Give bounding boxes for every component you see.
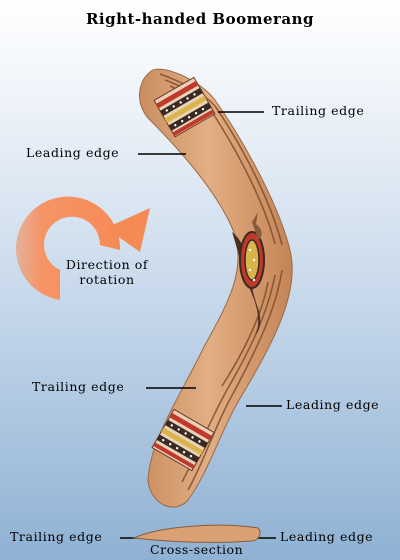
label-trailing-edge-bottom: Trailing edge — [32, 379, 125, 394]
label-rotation-line2: rotation — [79, 272, 135, 287]
label-cross-section: Cross-section — [150, 542, 244, 557]
decor-band-bottom — [151, 408, 215, 472]
kangaroo-icon — [232, 210, 265, 334]
rotation-arrow-icon — [16, 196, 150, 300]
label-trailing-edge-top: Trailing edge — [272, 103, 365, 118]
cross-section-shape — [132, 524, 261, 543]
page-title: Right-handed Boomerang — [85, 10, 315, 28]
boomerang-body — [139, 68, 293, 508]
label-rotation-line1: Direction of — [65, 257, 149, 272]
label-leading-edge-bottom: Leading edge — [286, 397, 380, 412]
decor-band-top — [153, 76, 216, 138]
label-cs-leading-edge: Leading edge — [280, 529, 374, 544]
label-direction-of-rotation: Direction of rotation — [52, 257, 162, 287]
label-leading-edge-top: Leading edge — [26, 145, 120, 160]
label-cs-trailing-edge: Trailing edge — [10, 529, 103, 544]
